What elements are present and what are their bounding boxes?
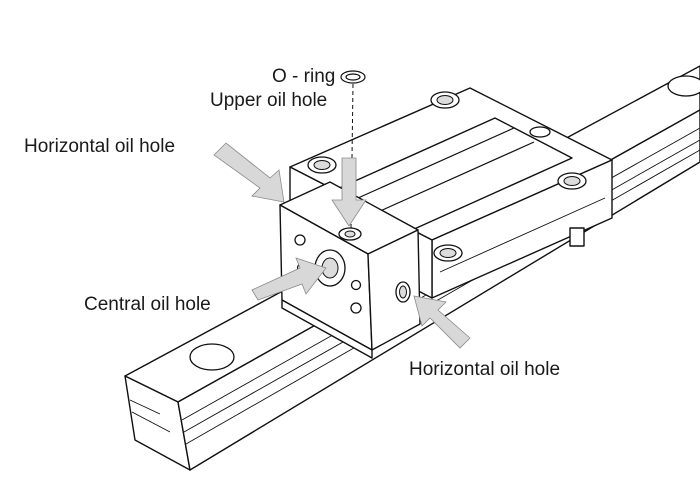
horizontal-oil-hole-bottom-arrow [413, 295, 471, 349]
carriage-hole-rear-left [430, 91, 460, 109]
rail-mounting-hole-rear [667, 75, 700, 97]
carriage-block [289, 87, 613, 299]
carriage-hole-rear-right [557, 172, 587, 190]
horizontal-oil-hole-bottom-label: Horizontal oil hole [409, 359, 560, 380]
upper-oil-hole-label: Upper oil hole [210, 90, 327, 111]
carriage-hole-rear-small [529, 126, 551, 138]
o-ring-label: O - ring [272, 66, 335, 87]
horizontal-oil-hole-top-arrow [213, 142, 285, 203]
o-ring-icon [340, 70, 366, 84]
upper-oil-hole-arrow [331, 157, 367, 227]
horizontal-oil-hole-right [395, 281, 411, 303]
carriage-hole-front-left [307, 156, 337, 174]
carriage-hole-front-right [433, 244, 463, 262]
upper-oil-hole [338, 227, 362, 241]
end-cap-screw-bottom-right [350, 302, 362, 314]
end-cap-screw-top-left [294, 234, 306, 246]
central-oil-hole-arrow [251, 257, 327, 301]
central-oil-hole-label: Central oil hole [84, 294, 211, 315]
end-cap-screw-right [350, 279, 362, 291]
rail-mounting-hole-front [189, 343, 235, 371]
horizontal-oil-hole-top-label: Horizontal oil hole [24, 136, 175, 157]
central-oil-hole [314, 249, 346, 287]
